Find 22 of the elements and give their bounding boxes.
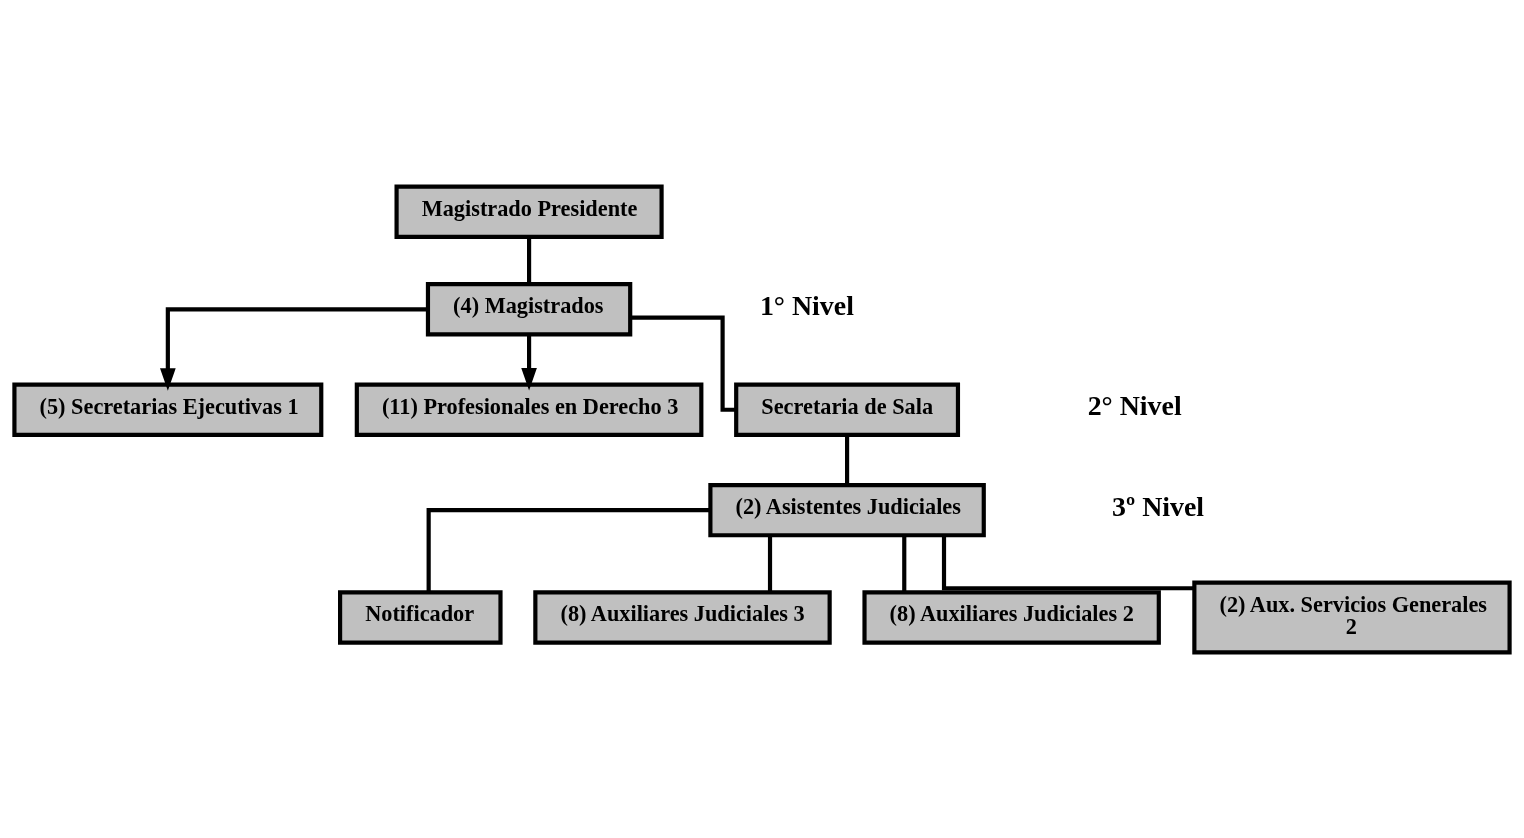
node-box: (11) Profesionales en Derecho 3 <box>354 382 704 437</box>
connector <box>767 535 773 592</box>
node-box: (4) Magistrados <box>425 281 633 336</box>
node-box: (2) Asistentes Judiciales <box>708 482 986 537</box>
connector <box>941 534 1195 590</box>
connector <box>630 315 736 412</box>
node-box: (5) Secretarias Ejecutivas 1 <box>12 382 324 437</box>
node-box: Notificador <box>338 589 503 645</box>
connector <box>845 434 850 484</box>
label: 3º Nivel <box>1112 490 1205 522</box>
label: 2° Nivel <box>1087 389 1182 421</box>
connector <box>527 236 532 284</box>
connector <box>426 507 711 592</box>
connector <box>902 535 907 592</box>
node-box: Secretaria de Sala <box>734 382 961 437</box>
node-box: (2) Aux. Servicios Generales 2 <box>1192 580 1512 654</box>
node-box: Magistrado Presidente <box>394 184 664 239</box>
label: 1° Nivel <box>759 289 854 321</box>
node-box: (8) Auxiliares Judiciales 2 <box>862 589 1161 645</box>
node-box: (8) Auxiliares Judiciales 3 <box>533 589 832 645</box>
arrow <box>160 306 428 391</box>
arrow <box>521 334 537 390</box>
